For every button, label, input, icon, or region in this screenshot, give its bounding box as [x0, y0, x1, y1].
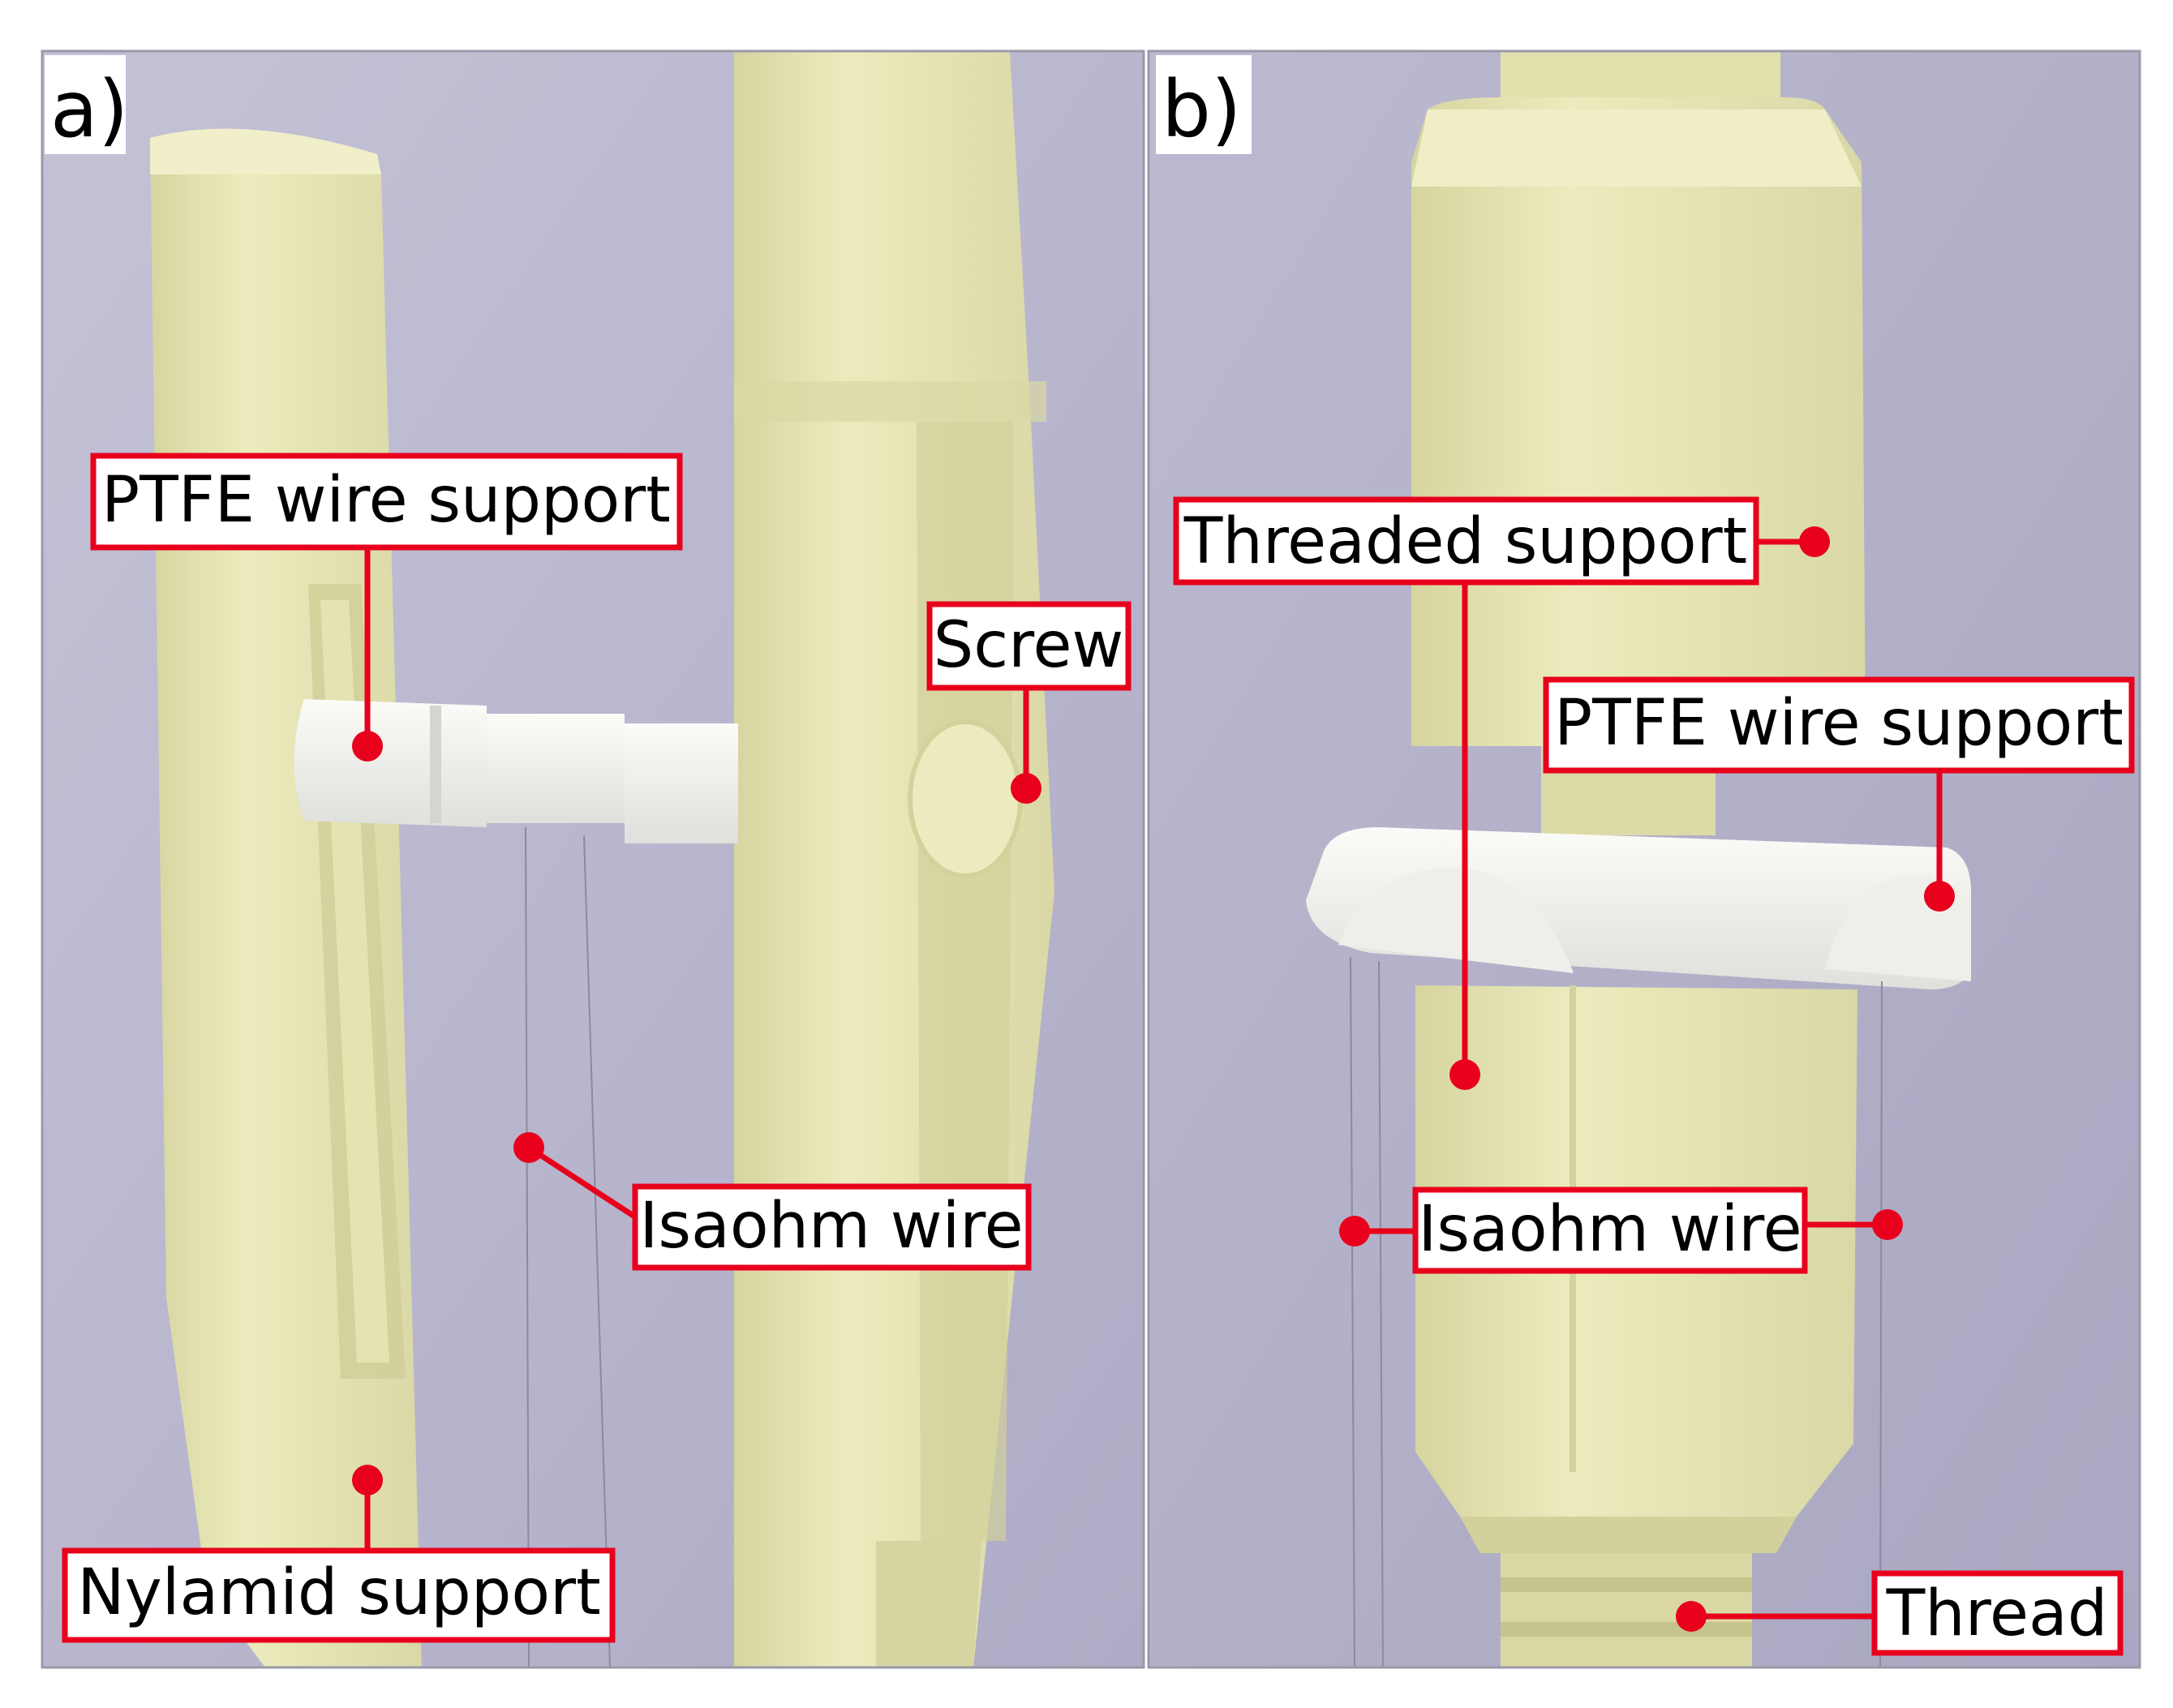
isaohm-wire-left [525, 826, 530, 1667]
dot-ptfe-wire-support-b [1924, 881, 1955, 912]
label-ptfe-wire-support-a-text: PTFE wire support [101, 464, 671, 537]
panel-b-letter: b) [1162, 64, 1241, 155]
label-ptfe-wire-support-b: PTFE wire support [1543, 676, 2135, 774]
dot-threaded-support-lower [1449, 1059, 1480, 1090]
isaohm-wire-b-right [1879, 981, 1883, 1667]
isaohm-wire-right [583, 835, 611, 1667]
label-nylamid-support: Nylamid support [62, 1547, 616, 1643]
panel-a-photo [42, 51, 1144, 1667]
label-threaded-support: Threaded support [1173, 496, 1759, 586]
isaohm-wire-b-left-2 [1378, 960, 1384, 1667]
label-ptfe-wire-support-a: PTFE wire support [90, 453, 683, 551]
label-ptfe-wire-support-b-text: PTFE wire support [1554, 687, 2124, 760]
dot-ptfe-wire-support-a [352, 731, 383, 762]
panel-a-border [41, 49, 1145, 1669]
label-threaded-support-text: Threaded support [1183, 505, 1748, 578]
panel-b-border [1147, 49, 2141, 1669]
ptfe-rod [294, 699, 738, 843]
panel-a-letter-box [45, 55, 126, 154]
label-isaohm-wire-b-text: Isaohm wire [1418, 1193, 1802, 1266]
isaohm-wire-b-left [1350, 956, 1355, 1667]
thread-stub [1501, 1553, 1752, 1667]
dot-nylamid-support [352, 1465, 383, 1496]
screw-head [908, 719, 1023, 878]
label-screw-text: Screw [934, 609, 1124, 682]
label-isaohm-wire-a: Isaohm wire [632, 1183, 1032, 1271]
label-thread-text: Thread [1886, 1577, 2108, 1650]
panel-a-letter: a) [50, 64, 128, 155]
left-nylamid-support [150, 128, 422, 1667]
dot-isaohm-wire-a [513, 1132, 544, 1163]
dot-isaohm-wire-b-left [1339, 1216, 1370, 1247]
panel-b-letter-box [1156, 55, 1252, 154]
label-isaohm-wire-b: Isaohm wire [1412, 1187, 1808, 1274]
dot-screw [1011, 773, 1041, 804]
panel-b-photo [1149, 51, 2140, 1667]
label-screw: Screw [926, 601, 1132, 691]
ptfe-support-plate [1306, 827, 1971, 989]
dot-thread [1676, 1601, 1707, 1632]
dot-isaohm-wire-b-right [1872, 1209, 1903, 1240]
label-isaohm-wire-a-text: Isaohm wire [639, 1190, 1023, 1263]
label-thread: Thread [1871, 1570, 2124, 1656]
label-nylamid-support-text: Nylamid support [77, 1556, 600, 1629]
right-nylamid-support [734, 51, 1054, 1667]
dot-threaded-support-upper [1799, 526, 1830, 557]
